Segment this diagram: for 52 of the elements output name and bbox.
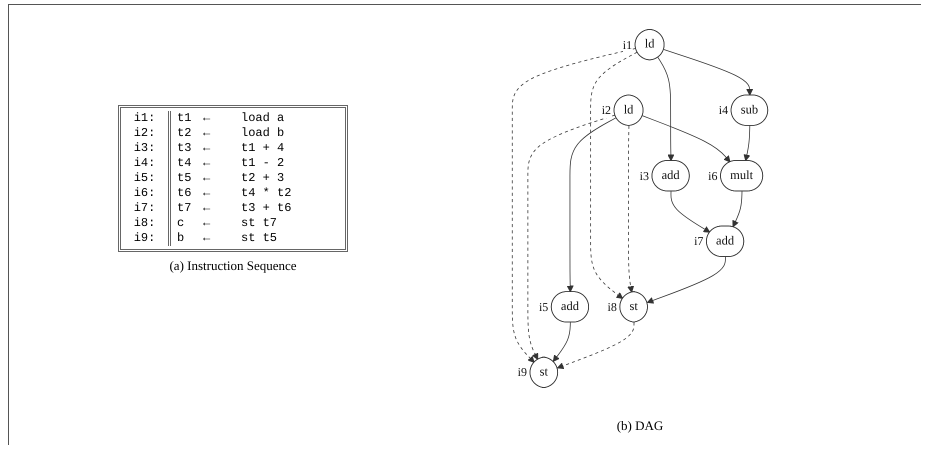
instruction-id: i4: bbox=[121, 156, 171, 171]
instruction-id: i2: bbox=[121, 126, 171, 141]
instruction-id: i7: bbox=[121, 201, 171, 216]
arrow bbox=[566, 117, 617, 292]
target-register: c bbox=[176, 216, 186, 231]
instruction-id: i5: bbox=[121, 171, 171, 186]
operation: st t7 bbox=[240, 216, 278, 231]
figure-caption: (a) Instruction Sequence bbox=[168, 258, 298, 274]
target-register: t5 bbox=[176, 171, 192, 186]
target-register: t4 bbox=[176, 156, 192, 171]
target-register: t7 bbox=[176, 201, 192, 216]
arrow bbox=[663, 49, 754, 96]
instruction-id: i3: bbox=[121, 141, 171, 156]
arrow bbox=[556, 322, 634, 370]
assign-arrow: ← bbox=[202, 126, 212, 141]
assign-arrow: ← bbox=[202, 201, 212, 216]
arrow bbox=[646, 256, 726, 304]
instruction-id: i8: bbox=[121, 216, 171, 231]
operation: t3 + t6 bbox=[240, 201, 292, 216]
arrow bbox=[670, 190, 710, 233]
assign-arrow: ← bbox=[202, 231, 212, 246]
assign-arrow: ← bbox=[202, 171, 212, 186]
instruction-id: i9: bbox=[121, 231, 171, 246]
assign-arrow: ← bbox=[202, 186, 212, 201]
target-register: t6 bbox=[176, 186, 192, 201]
operation: t2 + 3 bbox=[240, 171, 286, 186]
operation: t1 - 2 bbox=[240, 156, 286, 171]
arrow bbox=[642, 115, 730, 162]
arrow bbox=[512, 48, 636, 363]
arrow bbox=[590, 52, 638, 299]
assign-arrow: ← bbox=[202, 156, 212, 171]
figure-caption: (b) DAG bbox=[616, 418, 664, 434]
assign-arrow: ← bbox=[202, 111, 212, 126]
arrow bbox=[627, 125, 634, 293]
arrow bbox=[552, 322, 571, 362]
arrow bbox=[527, 114, 616, 360]
arrow bbox=[658, 57, 674, 162]
instruction-id: i1: bbox=[121, 111, 171, 126]
operation: st t5 bbox=[240, 231, 278, 246]
target-register: b bbox=[176, 231, 186, 246]
operation: t4 * t2 bbox=[240, 186, 292, 201]
instruction-id: i6: bbox=[121, 186, 171, 201]
target-register: t3 bbox=[176, 141, 192, 156]
assign-arrow: ← bbox=[202, 216, 212, 231]
assign-arrow: ← bbox=[202, 141, 212, 156]
operation: load a bbox=[240, 111, 286, 126]
operation: load b bbox=[240, 126, 286, 141]
arrow bbox=[744, 125, 750, 162]
operation: t1 + 4 bbox=[240, 141, 286, 156]
target-register: t1 bbox=[176, 111, 192, 126]
target-register: t2 bbox=[176, 126, 192, 141]
arrow bbox=[732, 190, 742, 228]
